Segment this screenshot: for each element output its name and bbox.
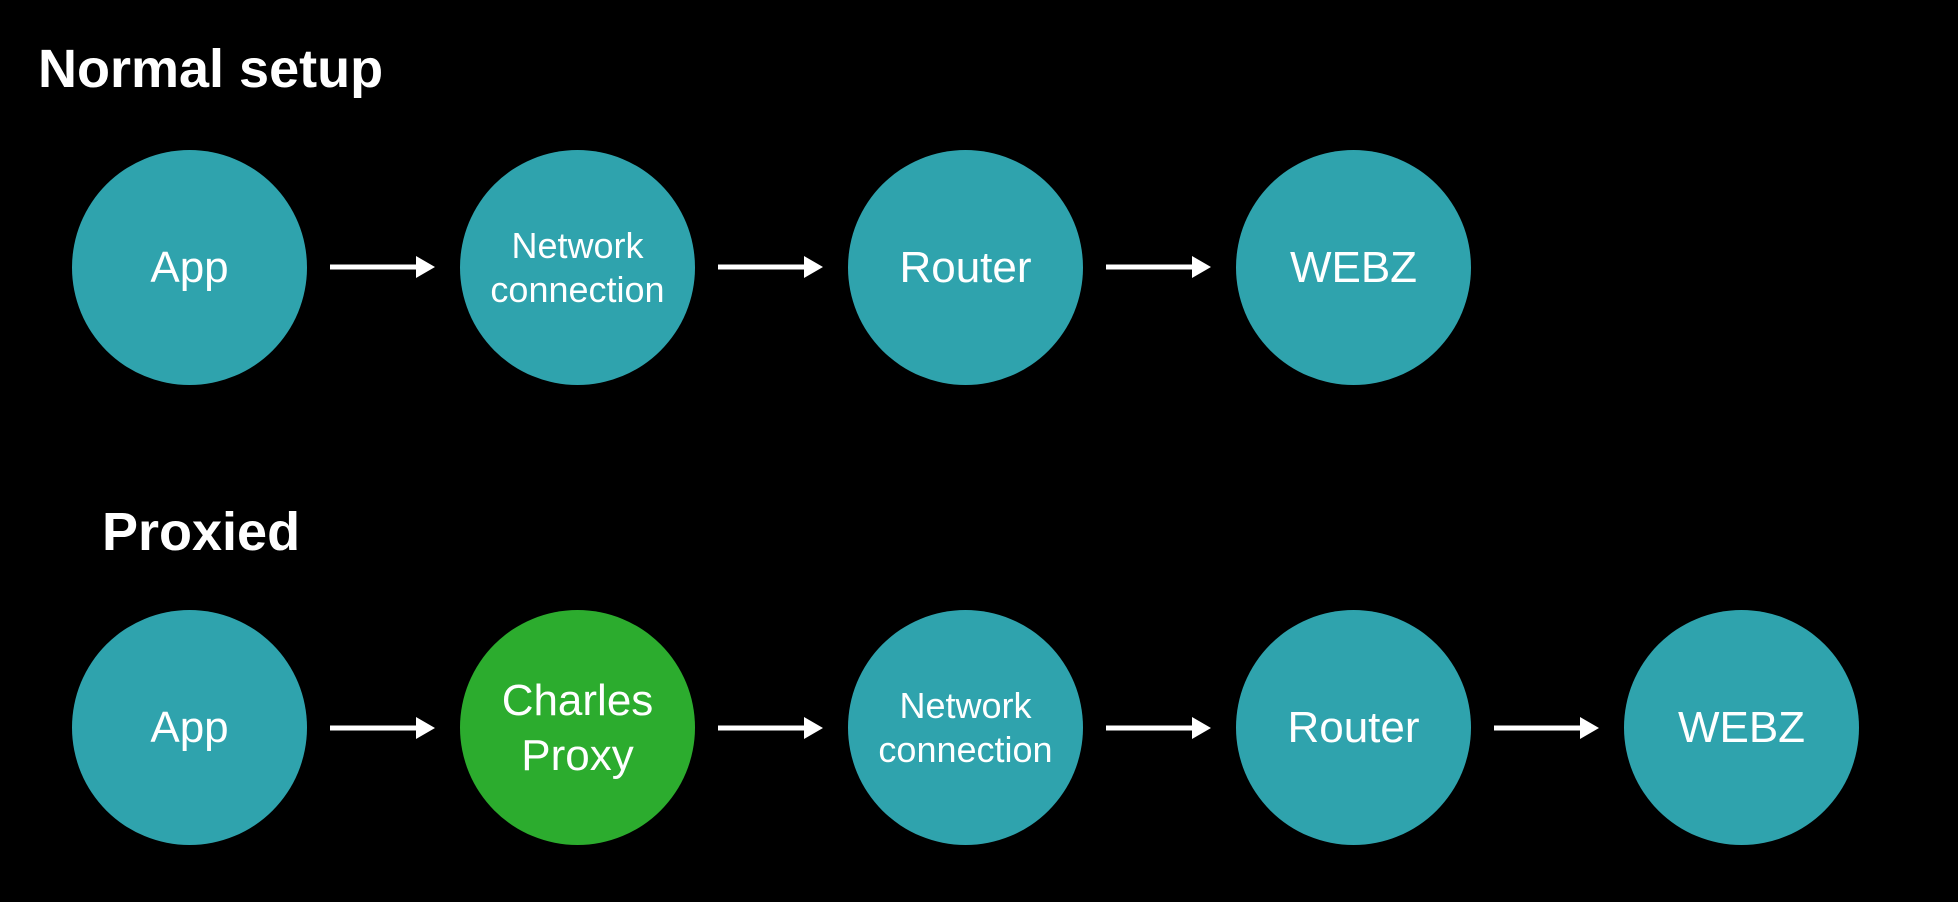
arrow-icon <box>328 247 438 287</box>
node-label: Network <box>511 224 644 266</box>
node-router: Router <box>1236 610 1471 845</box>
node-webz: WEBZ <box>1236 150 1471 385</box>
arrow-icon <box>1104 708 1214 748</box>
node-router: Router <box>848 150 1083 385</box>
node-app: App <box>72 610 307 845</box>
node-label: WEBZ <box>1289 243 1418 292</box>
arrow-icon <box>716 247 826 287</box>
node-network-connection: Network connection <box>460 150 695 385</box>
arrow-icon <box>1104 247 1214 287</box>
node-network-connection: Network connection <box>848 610 1083 845</box>
node-webz: WEBZ <box>1624 610 1859 845</box>
arrow-icon <box>716 708 826 748</box>
node-charles-proxy: Charles Proxy <box>460 610 695 845</box>
node-label: WEBZ <box>1677 703 1806 752</box>
node-app: App <box>72 150 307 385</box>
node-label: App <box>150 243 229 292</box>
node-label: Charles <box>501 675 654 725</box>
row-title-normal-setup: Normal setup <box>38 39 384 99</box>
node-label: Router <box>899 243 1032 292</box>
node-label: connection <box>490 268 665 310</box>
node-label: Network <box>899 684 1032 726</box>
node-label: App <box>150 703 229 752</box>
node-label: Router <box>1287 703 1420 752</box>
node-label: connection <box>878 728 1053 770</box>
row-title-proxied: Proxied <box>102 502 301 562</box>
arrow-icon <box>328 708 438 748</box>
node-label: Proxy <box>521 730 634 780</box>
arrow-icon <box>1492 708 1602 748</box>
